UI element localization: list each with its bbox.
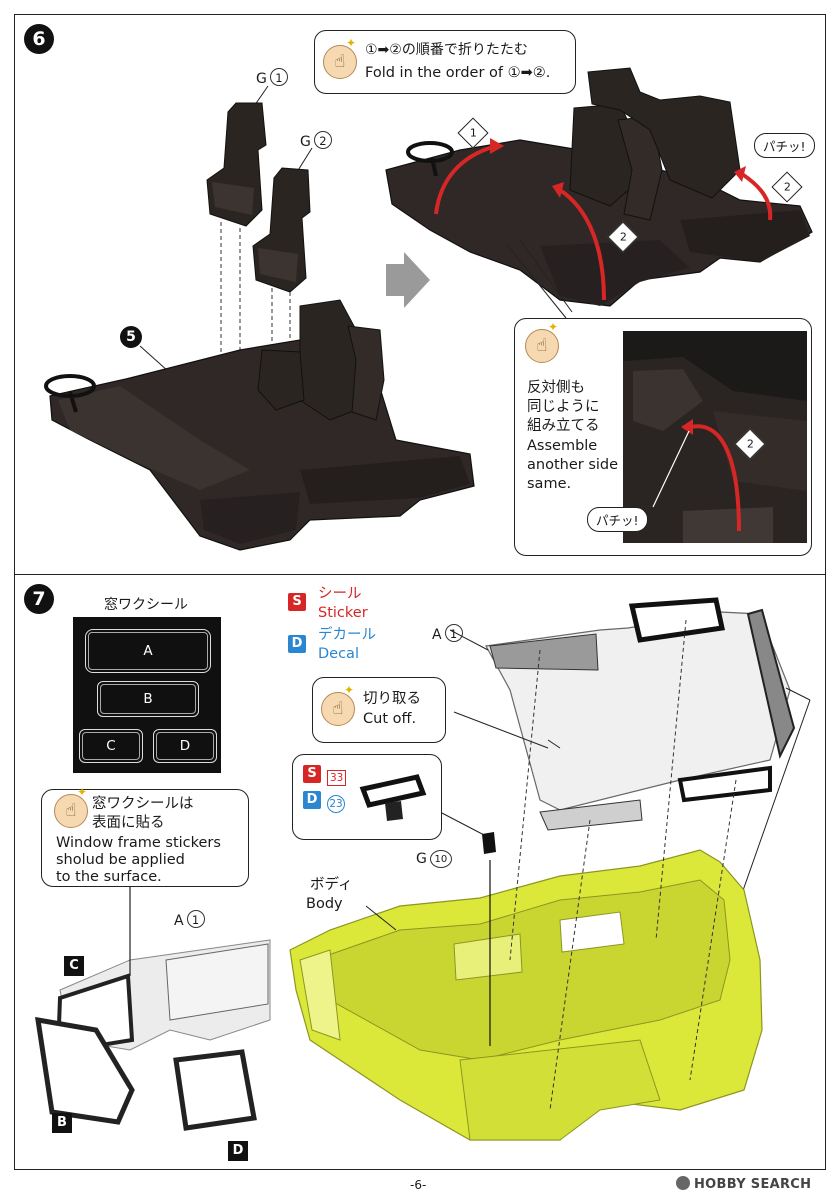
page-number: -6- — [410, 1178, 427, 1192]
ref-step-5-marker: 5 — [120, 326, 142, 348]
section-divider — [14, 574, 826, 575]
mirror-decal-callout: S 33 D 23 — [292, 754, 442, 840]
body-label-jp: ボディ — [310, 877, 353, 893]
other-side-en-1: Assemble — [527, 438, 598, 454]
rearview-mirror-icon — [359, 774, 427, 821]
sticker-window-b: B — [97, 681, 199, 717]
sticker-sheet-title: 窓ワクシール — [104, 597, 188, 613]
decal-legend-jp: デカール — [318, 627, 376, 643]
window-sticker-jp-2: 表面に貼る — [92, 815, 165, 831]
mirror-decal-number: 23 — [327, 792, 345, 813]
window-frame-sticker-sheet: A B C D — [73, 617, 221, 773]
sticker-window-c: C — [79, 729, 143, 763]
pointing-hand-icon: ☝✦ — [54, 786, 88, 828]
detail-letter-c: C — [64, 956, 84, 976]
window-sticker-en-2: sholud be applied — [56, 852, 185, 868]
other-side-en-3: same. — [527, 476, 572, 492]
detail-letter-b: B — [52, 1113, 72, 1133]
other-side-jp-1: 反対側も — [527, 380, 585, 396]
other-side-jp-3: 組み立てる — [527, 418, 600, 434]
fold-order-en: Fold in the order of ①➡②. — [365, 65, 551, 81]
sticker-legend-icon-small: S — [303, 765, 321, 783]
fold-order-callout: ☝✦ ①➡②の順番で折りたたむ Fold in the order of ①➡②… — [314, 30, 576, 94]
window-sticker-callout: ☝✦ 窓ワクシールは 表面に貼る Window frame stickers s… — [41, 786, 249, 887]
watermark: HOBBY SEARCH — [676, 1176, 811, 1192]
sticker-legend-jp: シール — [318, 586, 362, 602]
page-frame — [14, 14, 826, 1170]
snap-label-top: パチッ! — [754, 133, 815, 158]
window-sticker-en-1: Window frame stickers — [56, 835, 221, 851]
mirror-sticker-number: 33 — [327, 766, 347, 786]
sticker-window-d: D — [153, 729, 217, 763]
decal-legend-icon-small: D — [303, 791, 321, 809]
detail-letter-d: D — [228, 1141, 248, 1161]
cut-off-jp: 切り取る — [363, 691, 421, 707]
step-7-number: 7 — [24, 584, 54, 614]
zoom-detail-image — [623, 331, 807, 543]
other-side-jp-2: 同じように — [527, 399, 600, 415]
body-label-en: Body — [306, 896, 343, 912]
step-6-number: 6 — [24, 24, 54, 54]
next-arrow-icon — [386, 252, 430, 308]
decal-legend-icon: D — [288, 635, 306, 653]
watermark-logo-icon — [676, 1176, 690, 1190]
cut-off-en: Cut off. — [363, 711, 417, 727]
sticker-window-a: A — [85, 629, 211, 673]
decal-legend-en: Decal — [318, 646, 359, 662]
other-side-en-2: another side — [527, 457, 619, 473]
pointing-hand-icon: ☝✦ — [321, 684, 355, 726]
step6-floor-assembly-diagram — [44, 67, 813, 551]
snap-label-zoom: パチッ! — [587, 507, 648, 532]
fold-order-jp: ①➡②の順番で折りたたむ — [365, 42, 528, 58]
window-sticker-en-3: to the surface. — [56, 869, 162, 885]
window-sticker-jp-1: 窓ワクシールは — [92, 796, 194, 812]
other-side-callout: ☝✦ 反対側も 同じように 組み立てる Assemble another sid… — [514, 318, 812, 556]
sticker-legend-icon: S — [288, 593, 306, 611]
pointing-hand-icon: ☝✦ — [323, 37, 357, 79]
cut-off-callout: ☝✦ 切り取る Cut off. — [312, 677, 446, 743]
sticker-legend-en: Sticker — [318, 605, 368, 621]
pointing-hand-icon: ☝✦ — [525, 321, 559, 363]
